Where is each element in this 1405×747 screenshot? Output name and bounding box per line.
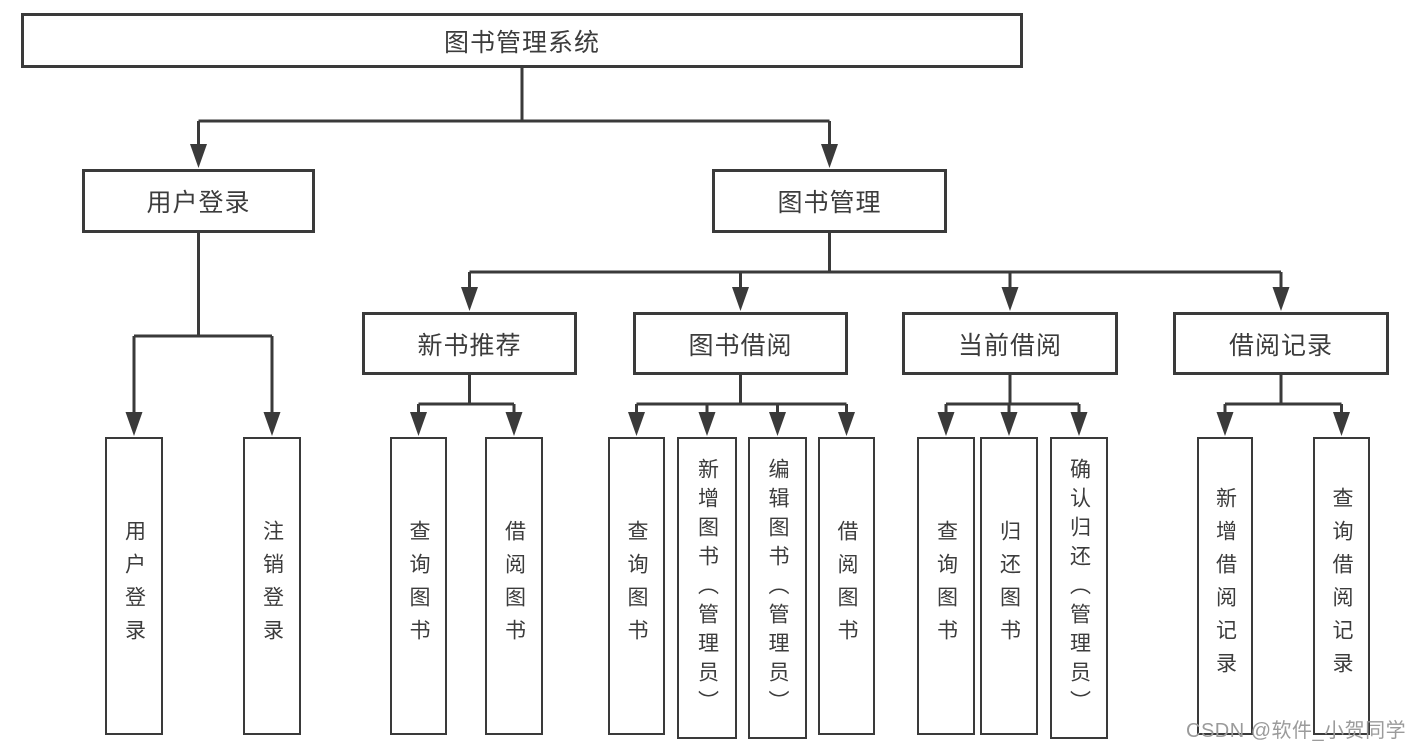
node-root-system-label: 图书管理系统	[443, 28, 600, 57]
leaf-query-books-recommend-label: 查询图书	[407, 520, 430, 652]
node-book-borrow-label: 图书借阅	[688, 331, 793, 360]
leaf-query-books-recommend: 查询图书	[390, 437, 447, 735]
leaf-query-borrow-record-label: 查询借阅记录	[1330, 487, 1353, 685]
leaf-borrow-books-label: 借阅图书	[835, 520, 858, 652]
leaf-borrow-books-recommend: 借阅图书	[485, 437, 543, 735]
node-current-borrow: 当前借阅	[902, 312, 1118, 375]
leaf-add-borrow-record-label: 新增借阅记录	[1213, 487, 1237, 685]
leaf-user-login: 用户登录	[105, 437, 163, 735]
leaf-user-login-label: 用户登录	[122, 520, 146, 652]
node-root-system: 图书管理系统	[21, 13, 1023, 68]
leaf-query-books-current: 查询图书	[917, 437, 975, 735]
leaf-add-borrow-record: 新增借阅记录	[1197, 437, 1253, 735]
leaf-query-books-borrow: 查询图书	[608, 437, 665, 735]
leaf-logout-label: 注销登录	[260, 520, 284, 652]
node-new-book-recommend-label: 新书推荐	[417, 331, 522, 360]
leaf-add-books-admin: 新增图书（管理员）	[677, 437, 737, 739]
leaf-logout: 注销登录	[243, 437, 301, 735]
leaf-borrow-books: 借阅图书	[818, 437, 875, 735]
csdn-watermark: CSDN @软件_小贺同学	[1186, 720, 1405, 742]
leaf-query-books-current-label: 查询图书	[934, 520, 958, 652]
node-borrow-records: 借阅记录	[1173, 312, 1389, 375]
leaf-query-borrow-record: 查询借阅记录	[1313, 437, 1370, 735]
node-borrow-records-label: 借阅记录	[1228, 331, 1333, 360]
leaf-add-books-admin-label: 新增图书（管理员）	[695, 457, 719, 719]
leaf-confirm-return-admin: 确认归还（管理员）	[1050, 437, 1108, 739]
leaf-return-books-label: 归还图书	[997, 520, 1021, 652]
leaf-edit-books-admin: 编辑图书（管理员）	[748, 437, 807, 739]
leaf-query-books-borrow-label: 查询图书	[625, 520, 648, 652]
leaf-confirm-return-admin-label: 确认归还（管理员）	[1067, 457, 1091, 719]
leaf-borrow-books-recommend-label: 借阅图书	[502, 520, 526, 652]
node-user-login: 用户登录	[82, 169, 315, 233]
leaf-edit-books-admin-label: 编辑图书（管理员）	[766, 457, 789, 719]
node-book-management: 图书管理	[712, 169, 947, 233]
node-user-login-label: 用户登录	[146, 189, 251, 217]
leaf-return-books: 归还图书	[980, 437, 1038, 735]
node-current-borrow-label: 当前借阅	[957, 331, 1062, 360]
node-book-borrow: 图书借阅	[633, 312, 848, 375]
node-book-management-label: 图书管理	[777, 189, 882, 217]
node-new-book-recommend: 新书推荐	[362, 312, 577, 375]
